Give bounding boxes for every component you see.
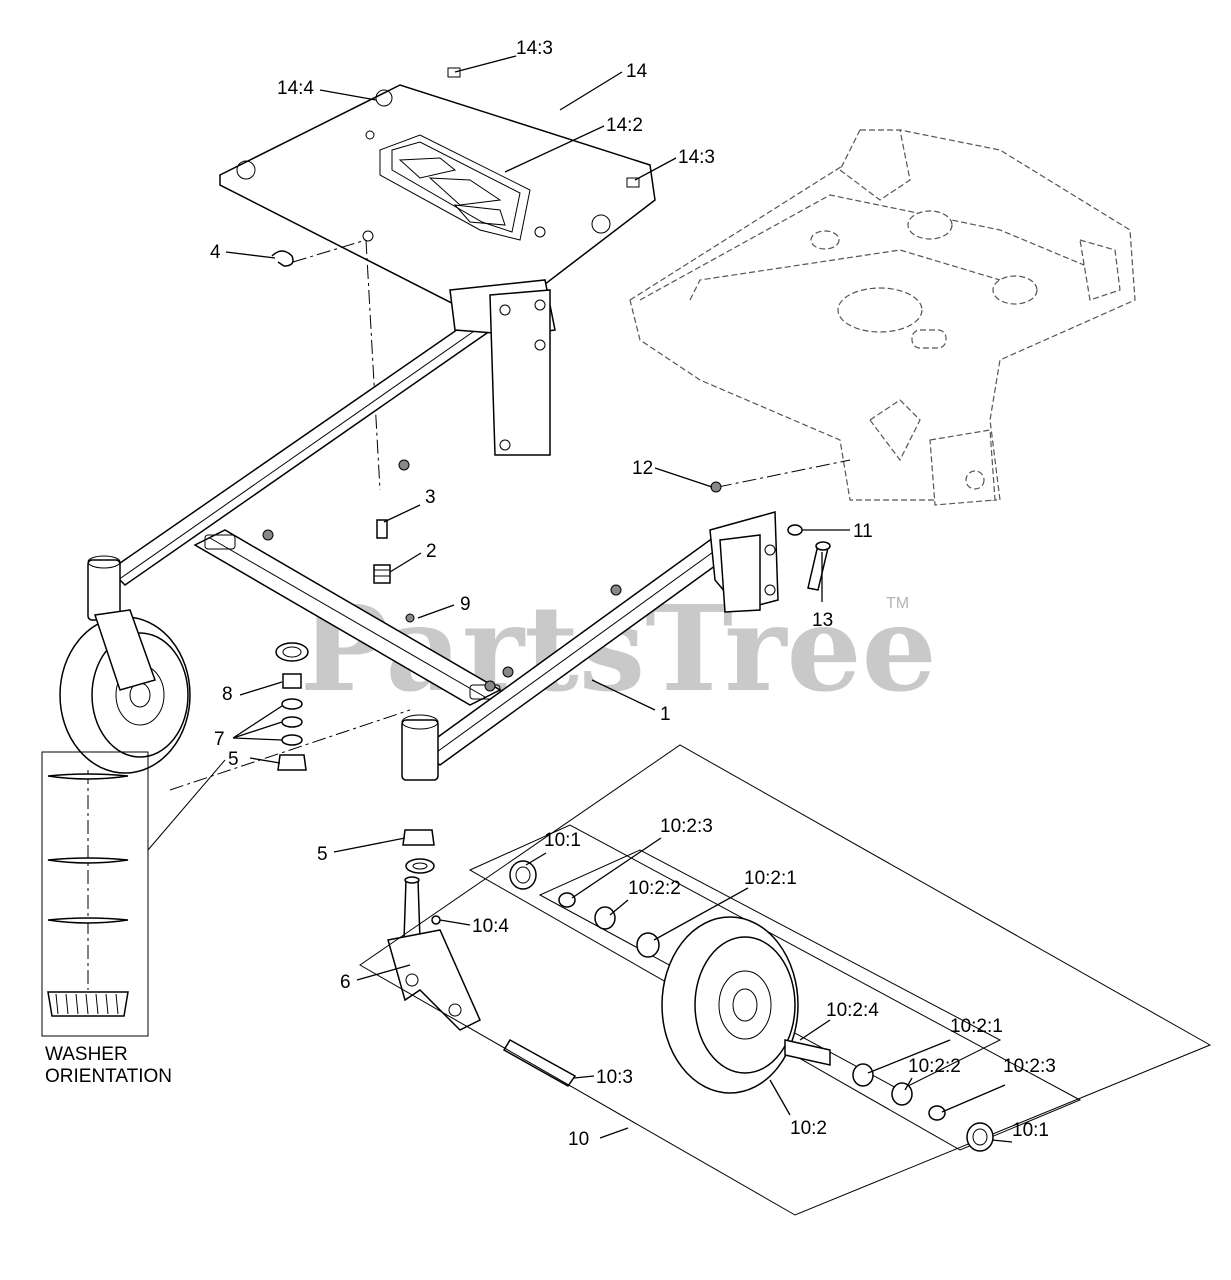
leader-lines [225, 55, 1013, 1143]
bearing-washer-stack [275, 642, 309, 771]
front-caster-wheel [359, 744, 1212, 1216]
washer-orientation-inset: WASHER ORIENTATION [41, 751, 226, 1087]
callout-10-2: 10:2 [790, 1118, 827, 1139]
callout-labels: 14:3 14 14:4 14:2 14:3 4 12 3 11 2 13 9 … [210, 38, 1056, 1150]
callout-14-3-top: 14:3 [516, 38, 553, 59]
callout-10-2-4: 10:2:4 [826, 1000, 879, 1021]
callout-5-lower: 5 [317, 844, 328, 865]
cotter-pin [271, 250, 294, 267]
mower-chassis-ghost [629, 129, 1136, 506]
callout-10-2-2-left: 10:2:2 [628, 878, 681, 899]
callout-8: 8 [222, 684, 233, 705]
callout-10: 10 [568, 1129, 589, 1150]
callout-10-2-3-left: 10:2:3 [660, 816, 713, 837]
watermark-trademark: TM [886, 595, 909, 612]
callout-14-2: 14:2 [606, 115, 643, 136]
callout-10-2-1-right: 10:2:1 [950, 1016, 1003, 1037]
callout-3: 3 [425, 487, 436, 508]
caster-fork [387, 876, 577, 1087]
callout-12: 12 [632, 458, 653, 479]
callout-11: 11 [853, 521, 873, 542]
turf-tracer-decal [379, 134, 531, 241]
callout-14-3-right: 14:3 [678, 147, 715, 168]
callout-10-3: 10:3 [596, 1067, 633, 1088]
callout-10-4: 10:4 [472, 916, 509, 937]
footrest-plate [219, 67, 656, 332]
callout-14-4: 14:4 [277, 78, 314, 99]
callout-10-2-3-right: 10:2:3 [1003, 1056, 1056, 1077]
washer-note-line1: WASHER [45, 1044, 128, 1065]
center-hardware [373, 481, 722, 623]
callout-1: 1 [660, 704, 671, 725]
front-axle-frame [87, 279, 779, 781]
callout-7: 7 [214, 729, 225, 750]
callout-6: 6 [340, 972, 351, 993]
callout-10-2-2-right: 10:2:2 [908, 1056, 961, 1077]
lower-bearing [402, 829, 435, 874]
callout-5-upper: 5 [228, 749, 239, 770]
callout-10-2-1-left: 10:2:1 [744, 868, 797, 889]
left-caster-wheel [59, 609, 191, 774]
washer-note-line2: ORIENTATION [45, 1066, 172, 1087]
mount-bolt [787, 524, 831, 591]
callout-2: 2 [426, 541, 437, 562]
callout-14: 14 [626, 61, 648, 82]
callout-10-1-right: 10:1 [1012, 1120, 1049, 1141]
callout-13: 13 [812, 610, 833, 631]
callout-4: 4 [210, 242, 221, 263]
callout-10-1-left: 10:1 [544, 830, 581, 851]
callout-9: 9 [460, 594, 471, 615]
